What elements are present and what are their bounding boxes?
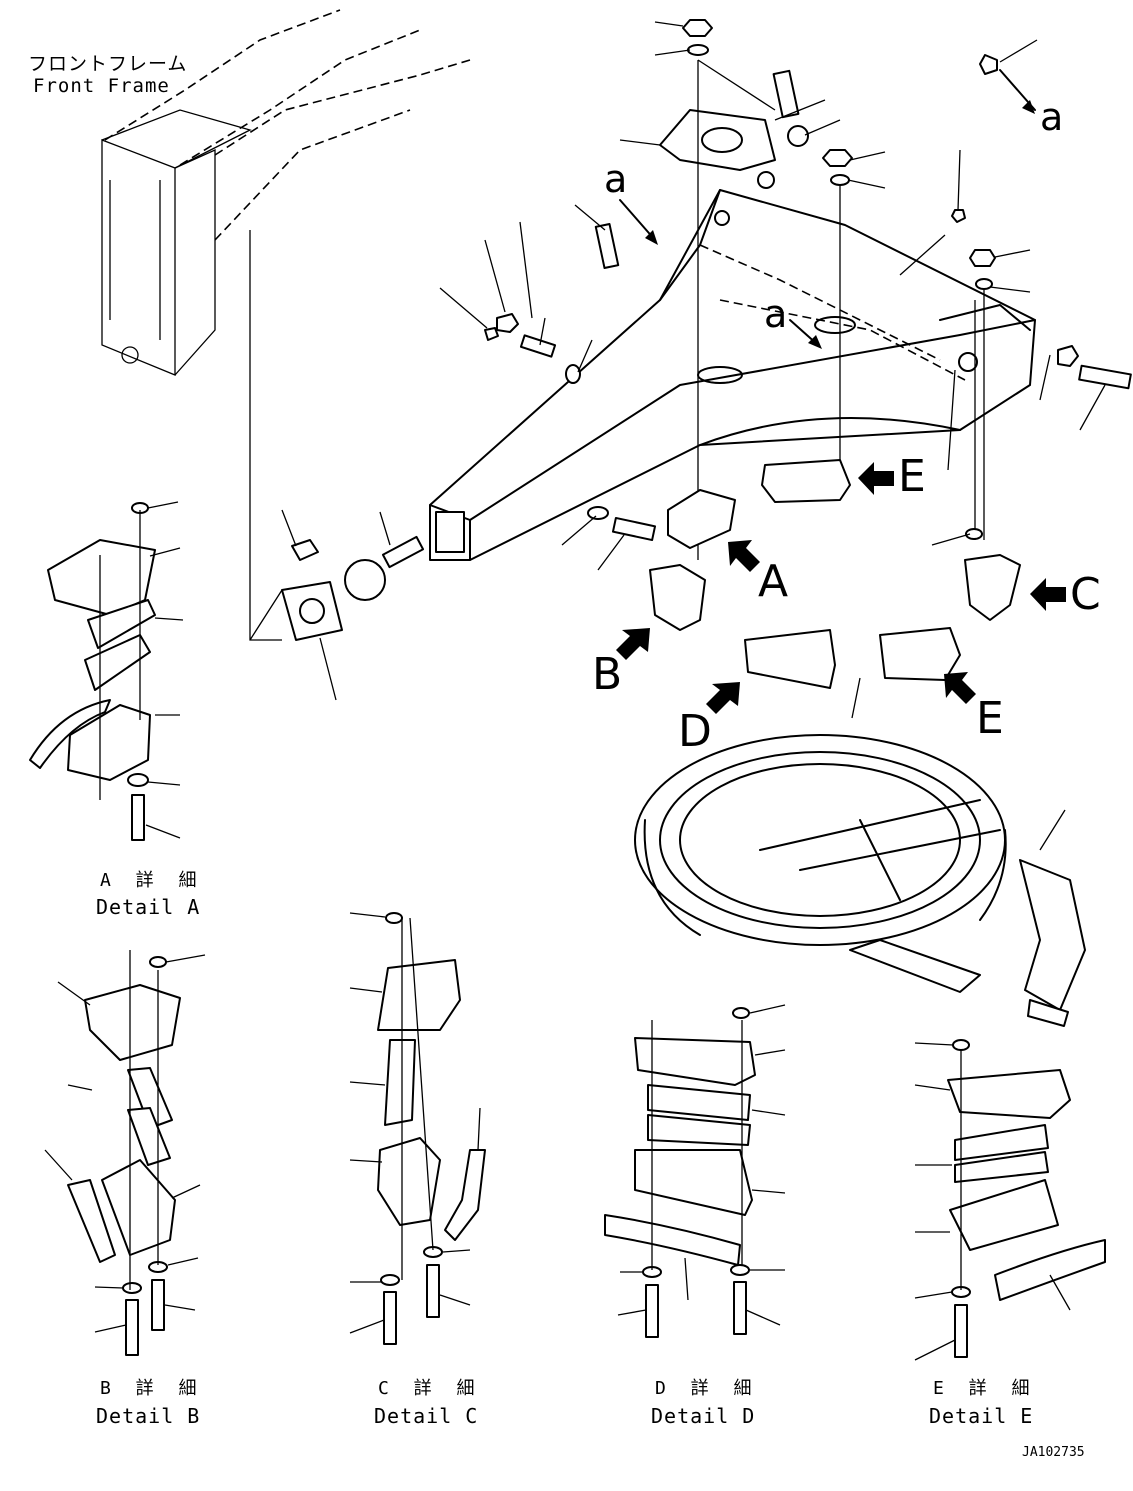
drawing-number: JA102735 xyxy=(1022,1445,1085,1460)
view-label-d: D xyxy=(678,706,712,757)
detail-e-caption-en: Detail E xyxy=(929,1404,1034,1428)
leader-lines xyxy=(44,21,1106,1361)
detail-a-drawing xyxy=(29,502,156,841)
detail-e-caption-jp: E 詳 細 xyxy=(933,1378,1037,1399)
view-label-e-lower: E xyxy=(976,693,1004,744)
main-frame xyxy=(429,171,1036,561)
arrow-e-lower-icon xyxy=(944,672,976,704)
view-label-a: A xyxy=(758,556,789,607)
top-fastener-stack xyxy=(659,19,853,560)
pad-assemblies xyxy=(649,459,1021,689)
detail-b-caption-jp: B 詳 細 xyxy=(100,1378,204,1399)
front-frame-title-en: Front Frame xyxy=(33,75,170,97)
arrow-c-icon xyxy=(1030,578,1066,611)
circle-assembly xyxy=(634,734,1086,1027)
arrow-a-left-icon xyxy=(619,199,656,241)
front-frame-outline xyxy=(101,9,471,376)
view-label-a-center: a xyxy=(764,292,788,336)
view-label-a-top-right: a xyxy=(1040,95,1064,139)
arrow-e-upper-icon xyxy=(858,462,894,495)
view-label-c: C xyxy=(1070,569,1101,620)
detail-b-drawing xyxy=(67,950,181,1356)
view-label-e-upper: E xyxy=(898,451,926,502)
detail-a-caption-en: Detail A xyxy=(96,895,201,919)
view-label-b: B xyxy=(592,649,623,700)
right-fasteners xyxy=(951,54,1132,540)
detail-d-drawing xyxy=(604,1007,756,1338)
front-frame-title-jp: フロントフレーム xyxy=(28,53,188,75)
view-arrows xyxy=(616,69,1066,714)
view-label-a-left: a xyxy=(604,157,628,201)
detail-c-caption-jp: C 詳 細 xyxy=(378,1378,482,1399)
arrow-b-icon xyxy=(616,628,650,660)
detail-d-caption-en: Detail D xyxy=(651,1404,756,1428)
detail-c-caption-en: Detail C xyxy=(374,1404,479,1428)
arrow-a-icon xyxy=(728,540,760,572)
left-fasteners xyxy=(249,223,657,641)
detail-e-drawing xyxy=(947,1039,1106,1358)
arrow-d-icon xyxy=(706,682,740,714)
detail-a-caption-jp: A 詳 細 xyxy=(100,870,204,891)
detail-c-drawing xyxy=(377,912,486,1345)
detail-d-caption-jp: D 詳 細 xyxy=(655,1378,759,1399)
detail-b-caption-en: Detail B xyxy=(96,1404,201,1428)
